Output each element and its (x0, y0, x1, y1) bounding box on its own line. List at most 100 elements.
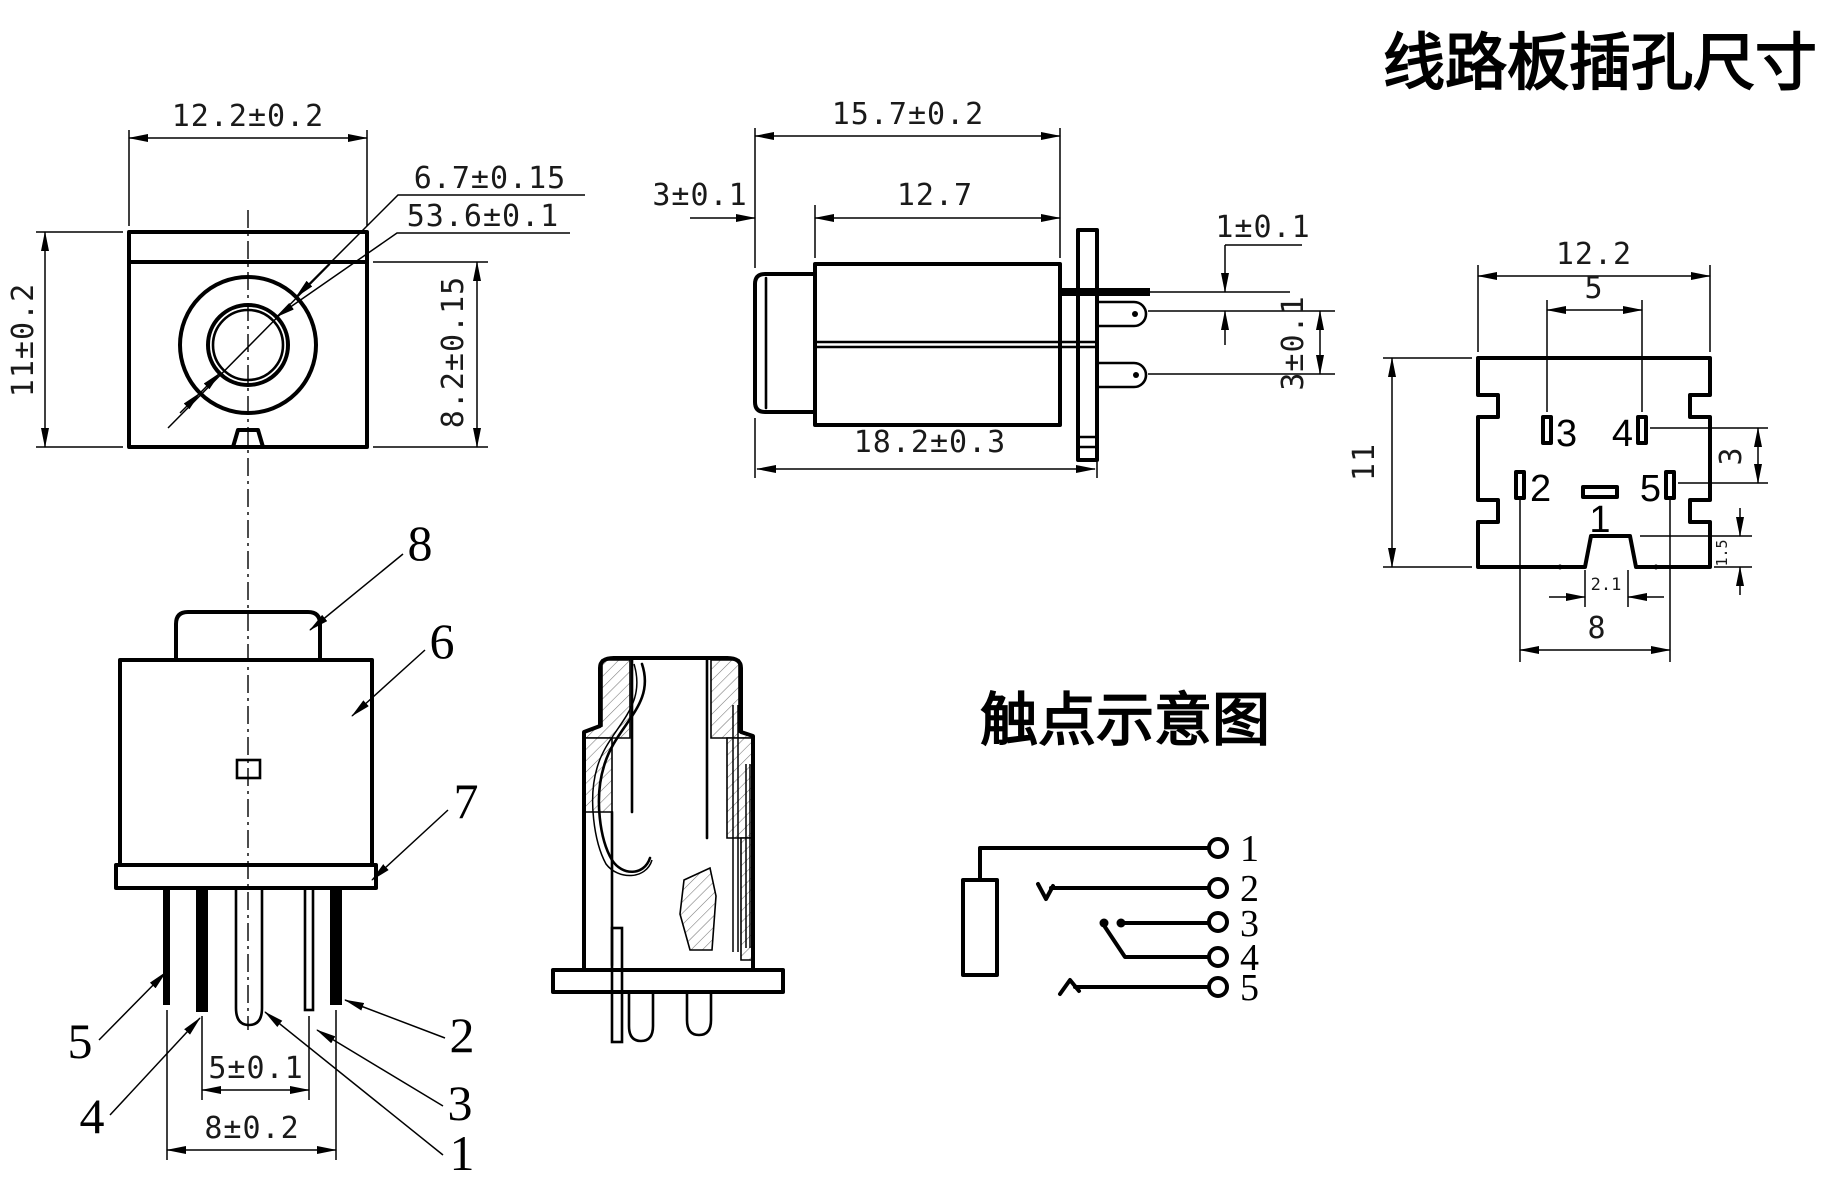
schematic-title: 触点示意图 (980, 688, 1270, 753)
dim-plan-width: 12.2±0.2 (172, 99, 325, 134)
schem-wire-1 (978, 846, 1210, 882)
front-body (118, 658, 374, 867)
plan-outline (127, 230, 369, 449)
dim-front-pin-span: 8±0.2 (204, 1111, 299, 1146)
pcb-pad-5 (1664, 470, 1676, 500)
leader-hole-inner (275, 232, 570, 318)
schem-terminal-1 (1207, 837, 1229, 859)
plan-inner-circle (206, 303, 290, 387)
side-view: 15.7±0.2 3±0.1 12.7 18.2±0.3 1±0.1 3±0.1 (652, 97, 1335, 478)
pcb-centermark-2 (1653, 564, 1659, 570)
pcb-sloth-ext (1640, 535, 1752, 568)
pcb-centermark-1 (1557, 564, 1563, 570)
plan-view: 6.7±0.15 53.6±0.1 12.2±0.2 11±0.2 8.2±0.… (6, 99, 585, 449)
part-label-6: 6 (430, 613, 455, 669)
pcb-rowgap-ext (1650, 427, 1768, 484)
dim-side-cap: 3±0.1 (652, 178, 747, 213)
front-view: 8 6 7 5 4 2 3 1 5±0.1 8±0.2 (68, 515, 479, 1181)
leader-3 (316, 1029, 444, 1107)
schem-contact-2 (1036, 882, 1055, 901)
leader-7 (371, 809, 449, 881)
pcb-view: 3 4 2 5 1 12.2 5 11 3 8 2.1 1.5 (1347, 237, 1768, 662)
leader-8 (309, 553, 404, 631)
plan-inner-ext (373, 261, 488, 448)
schem-wire-4 (1103, 925, 1210, 959)
side-flange (1076, 228, 1099, 462)
section-round-pin-2 (685, 990, 713, 1037)
dim-hole-outer: 6.7±0.15 (414, 161, 567, 196)
dim-side-pin-gap: 3±0.1 (1276, 295, 1311, 390)
dim-plan-inner-height: 8.2±0.15 (436, 276, 471, 429)
side-flat-pin (1060, 288, 1150, 296)
pcb-pitch-ext (1519, 498, 1671, 662)
plan-height-ext (36, 231, 123, 448)
front-pin-5 (163, 888, 170, 1005)
side-flange-marks (1076, 435, 1099, 449)
schem-label-4: 4 (1240, 937, 1259, 979)
front-pin-4 (196, 888, 208, 1012)
side-round-pin-1 (1095, 300, 1148, 328)
section-hatch-wall-right (726, 737, 754, 839)
section-contact-strips (732, 705, 751, 952)
pcb-pad-label-3: 3 (1556, 413, 1577, 455)
section-blade-pin (610, 926, 624, 1044)
front-center-hole (235, 758, 262, 780)
part-label-3: 3 (448, 1075, 473, 1131)
pcb-pad-4 (1636, 415, 1648, 445)
side-round-pin-2 (1095, 361, 1148, 389)
front-pin-1 (234, 886, 264, 1027)
schem-label-2: 2 (1240, 868, 1259, 910)
dim-pcb-slot-width: 2.1 (1591, 575, 1622, 595)
schem-terminal-3 (1207, 911, 1229, 933)
pcb-pad-label-1: 1 (1589, 499, 1610, 541)
section-hatch-cap-right (710, 659, 754, 739)
part-label-5: 5 (68, 1013, 93, 1069)
side-slot-lines (813, 340, 1099, 349)
side-barrel (813, 262, 1062, 427)
dim-hole-inner: 53.6±0.1 (407, 199, 560, 234)
pcb-outline (1476, 356, 1712, 569)
dim-pcb-row-gap: 3 (1714, 446, 1749, 465)
side-ext-lines (754, 128, 1098, 478)
pcb-pad-1 (1581, 485, 1619, 499)
section-hatch-cap-left (583, 659, 631, 739)
contact-schematic: 触点示意图 1 2 3 4 5 (961, 688, 1270, 1009)
plan-bore-circle (211, 308, 285, 382)
section-hatch-insert (679, 866, 717, 951)
dim-front-pin-pitch: 5±0.1 (208, 1051, 303, 1086)
front-pin-2 (330, 888, 342, 1005)
part-label-8: 8 (408, 515, 433, 571)
front-dim-ext (166, 1010, 337, 1160)
diag-arrow-inner (199, 372, 221, 394)
dim-side-pin-step: 1±0.1 (1215, 210, 1310, 245)
dim-pcb-pad-pitch: 8 (1587, 611, 1606, 646)
part-label-2: 2 (450, 1007, 475, 1063)
side-pin2-hole (1133, 372, 1139, 378)
pcb-pad-label-2: 2 (1530, 468, 1551, 510)
dim-pcb-height: 11 (1347, 443, 1382, 481)
side-cap (753, 272, 817, 414)
pcb-pad-label-5: 5 (1640, 468, 1661, 510)
schem-label-5: 5 (1240, 967, 1259, 1009)
section-spring-outer (597, 662, 652, 874)
schem-terminal-5 (1207, 976, 1229, 998)
plan-outer-circle (178, 275, 318, 415)
part-label-1: 1 (450, 1125, 475, 1181)
page-title: 线路板插孔尺寸 (1383, 29, 1817, 98)
section-spring-inner (591, 663, 653, 877)
leader-6 (351, 649, 426, 717)
pcb-pad-2 (1514, 470, 1526, 500)
side-pin1-hole (1132, 311, 1138, 317)
schem-label-3: 3 (1240, 903, 1259, 945)
section-left-profile (582, 656, 616, 972)
dim-pcb-slot-height: 1.5 (1713, 539, 1731, 566)
pcb-span-ext (1546, 300, 1643, 412)
front-flange (114, 863, 378, 890)
leader-5 (98, 971, 167, 1041)
section-view (551, 656, 785, 1044)
leader-4 (109, 1017, 201, 1116)
dim-pcb-pad-span: 5 (1584, 271, 1603, 306)
pcb-pad-label-4: 4 (1612, 413, 1633, 455)
